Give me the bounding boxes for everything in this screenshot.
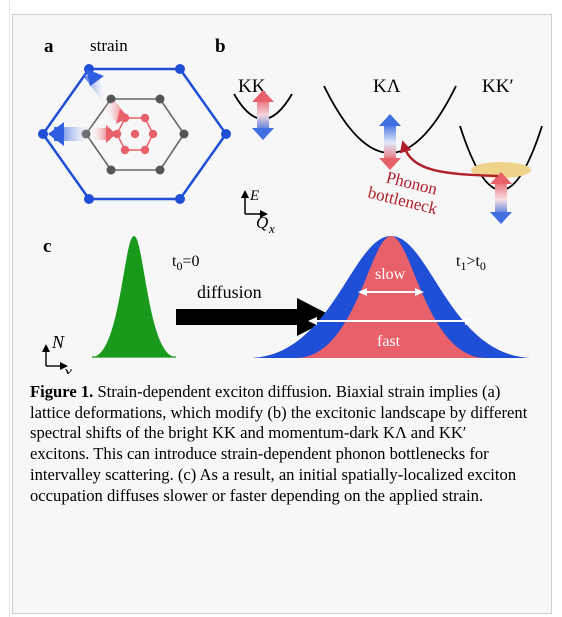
diffusion-arrow (176, 298, 334, 336)
strain-arrow-pink-2 (90, 128, 110, 140)
caption-text: Strain-dependent exciton diffusion. Biax… (30, 382, 528, 505)
valley-kk-label: KK (238, 76, 266, 97)
strain-arrow-pink-1-head (116, 109, 129, 124)
axis-n-head (42, 344, 50, 352)
t0-label: t0=0 (172, 253, 199, 273)
axis-e-head (241, 190, 249, 198)
panel-a: a strain (38, 36, 231, 204)
axis-n-label: N (51, 332, 65, 352)
panel-c-label: c (43, 236, 51, 257)
axis-x-head (60, 362, 68, 370)
outer-hexagon-vertices (38, 64, 231, 204)
valley-kl-arrow-top (379, 114, 401, 126)
axis-q-sub: x (268, 221, 275, 236)
fast-arrow-right (465, 317, 474, 325)
valley-kk-arrow-bottom (252, 128, 274, 140)
diffusion-label: diffusion (197, 282, 262, 302)
valley-kkp-arrow (495, 180, 507, 216)
axis-q-label: Q (256, 213, 268, 232)
fast-arrow-left (308, 317, 317, 325)
valley-kl-label: KΛ (373, 76, 401, 97)
valley-kkp-arrow-top (490, 172, 512, 184)
slow-distribution (296, 236, 486, 358)
panel-c: c t0=0 diffusion t1>t0 slow fast N x (42, 236, 534, 374)
initial-distribution (92, 236, 176, 357)
valley-kkp-label: KK′ (482, 76, 514, 97)
valley-kkp-occupation (471, 162, 531, 178)
t1-label: t1>t0 (456, 253, 486, 273)
valley-kl-arrow (384, 124, 396, 162)
red-hexagon-vertices (112, 113, 158, 155)
slow-arrow-left (358, 288, 367, 296)
axis-x-label: x (63, 362, 72, 374)
axis-q-head (260, 210, 268, 218)
panel-a-title: strain (90, 36, 128, 55)
valley-kk-arrow-top (252, 90, 274, 102)
axis-e-label: E (249, 188, 259, 204)
strain-arrow-up-head (86, 69, 104, 86)
valley-kl-arrow-bottom (379, 158, 401, 170)
fast-label: fast (377, 333, 401, 350)
caption-label: Figure 1. (30, 382, 94, 401)
panel-b-label: b (215, 36, 226, 57)
slow-label: slow (375, 266, 406, 283)
phonon-scattering-arrow (399, 140, 499, 178)
panel-a-label: a (44, 36, 54, 57)
strain-arrow-pink-2-head (106, 125, 116, 143)
slow-arrow-right (415, 288, 424, 296)
figure-caption: Figure 1. Strain-dependent exciton diffu… (30, 382, 530, 506)
valley-kk-arrow (257, 98, 269, 132)
panel-b: b KK KΛ KK′ Phonon bottleneck E Q (215, 36, 543, 236)
strain-arrow-left-head (48, 122, 64, 146)
valley-kkp-arrow-bottom (490, 212, 512, 224)
page-border (9, 0, 10, 617)
figure-graphic: a strain b KK (38, 36, 543, 374)
